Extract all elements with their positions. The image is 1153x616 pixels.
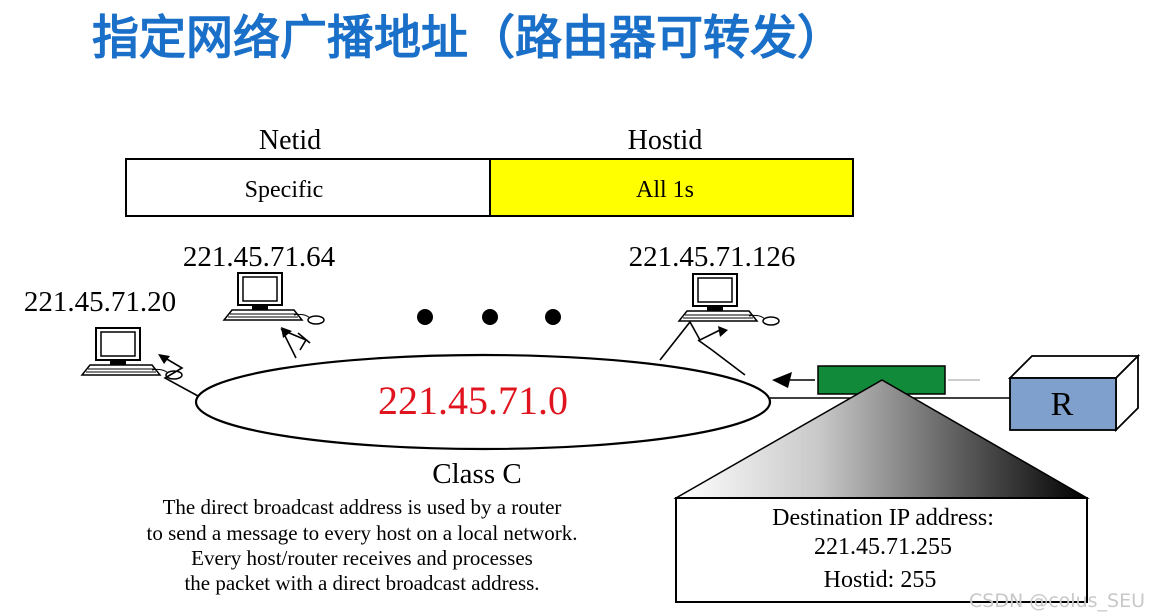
computer-icon: [679, 274, 779, 325]
host-ip-label: 221.45.71.20: [24, 286, 176, 318]
watermark: CSDN @colus_SEU: [969, 590, 1145, 612]
hostid-label: Hostid: [628, 125, 703, 156]
address-format: Netid Hostid Specific All 1s: [126, 125, 853, 216]
description-line: the packet with a direct broadcast addre…: [184, 571, 539, 595]
network-address: 221.45.71.0: [378, 378, 568, 423]
router-label: R: [1051, 386, 1074, 423]
class-label: Class C: [432, 458, 521, 490]
description-line: to send a message to every host on a loc…: [147, 521, 578, 545]
ellipsis-dots: [417, 309, 561, 325]
description-line: Every host/router receives and processes: [191, 546, 533, 570]
packet-detail-line: 221.45.71.255: [814, 534, 952, 560]
packet-detail-line: Destination IP address:: [772, 505, 994, 531]
computer-icon: [82, 328, 182, 379]
router-box: R: [1010, 356, 1138, 430]
host-ip-label: 221.45.71.64: [183, 241, 336, 273]
description: The direct broadcast address is used by …: [147, 495, 578, 595]
arrow-left-icon: [772, 372, 792, 388]
hostid-value: All 1s: [636, 177, 694, 203]
netid-label: Netid: [259, 125, 321, 156]
netid-value: Specific: [245, 177, 324, 203]
host-ip-label: 221.45.71.126: [629, 241, 796, 273]
computer-icon: [224, 273, 324, 324]
description-line: The direct broadcast address is used by …: [163, 495, 562, 519]
packet-detail-line: Hostid: 255: [824, 567, 937, 593]
